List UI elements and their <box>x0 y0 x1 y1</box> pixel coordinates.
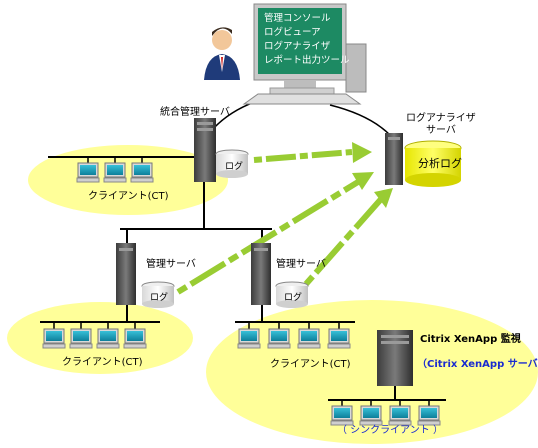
client-pc-icon <box>42 322 66 349</box>
arrow-right-mgmt-to-analyzer <box>303 196 385 286</box>
client-pc-icon <box>359 400 383 426</box>
client-pc-icon <box>123 322 147 349</box>
client-pc-icon <box>130 157 154 183</box>
client-pc-icon <box>330 400 354 426</box>
console-menu: 管理コンソール ログビューア ログアナライザ レポート出力ツール <box>264 12 350 68</box>
xenapp-server-label: （Citrix XenApp サーバ） <box>417 359 538 370</box>
analyzer-server-label-1: ログアナライザ <box>406 113 476 124</box>
right-log-label: ログ <box>284 293 303 303</box>
analyzer-server <box>385 133 462 187</box>
console-menu-item: ログビューア <box>264 27 321 38</box>
central-log-label: ログ <box>225 162 244 172</box>
xenapp-label: Citrix XenApp 監視 <box>420 334 521 345</box>
client-pc-icon <box>103 157 127 183</box>
xenapp-server <box>377 330 413 386</box>
client-pc-icon <box>297 322 321 349</box>
log-transfer-arrows <box>176 142 393 295</box>
central-server <box>194 118 249 182</box>
client-pc-icon <box>69 322 93 349</box>
client-pc-icon <box>417 400 441 426</box>
client-pc-icon <box>388 400 412 426</box>
arrowhead-2 <box>352 172 374 190</box>
left-client-label: クライアント(CT) <box>62 357 143 368</box>
arrowhead-1 <box>352 142 372 163</box>
client-pc-icon <box>237 322 261 349</box>
client-monitors <box>42 157 441 426</box>
right-mgmt-server <box>251 243 309 308</box>
thin-client-label: （ シンクライアント ） <box>337 425 443 436</box>
left-mgmt-server-label: 管理サーバ <box>146 259 196 270</box>
left-mgmt-server <box>116 243 175 308</box>
client-pc-icon <box>327 322 351 349</box>
client-pc-icon <box>96 322 120 349</box>
central-server-label: 統合管理サーバ <box>160 107 230 118</box>
analyzer-server-label-2: サーバ <box>426 125 456 136</box>
arrowhead-3 <box>374 188 393 208</box>
console-workstation <box>242 3 367 105</box>
console-menu-item: ログアナライザ <box>264 41 331 52</box>
arrow-central-to-analyzer <box>253 149 353 163</box>
left-log-label: ログ <box>150 293 169 303</box>
top-client-label: クライアント(CT) <box>88 191 169 202</box>
arrow-left-mgmt-to-analyzer <box>176 179 360 295</box>
console-menu-item: 管理コンソール <box>264 13 331 24</box>
administrator-person <box>204 27 240 80</box>
client-pc-icon <box>267 322 291 349</box>
right-mgmt-server-label: 管理サーバ <box>276 259 326 270</box>
right-client-label: クライアント(CT) <box>270 359 351 370</box>
network-lines <box>40 99 446 401</box>
analysis-log-label: 分析ログ <box>418 157 462 170</box>
client-pc-icon <box>76 157 100 183</box>
console-menu-item: レポート出力ツール <box>264 55 350 66</box>
